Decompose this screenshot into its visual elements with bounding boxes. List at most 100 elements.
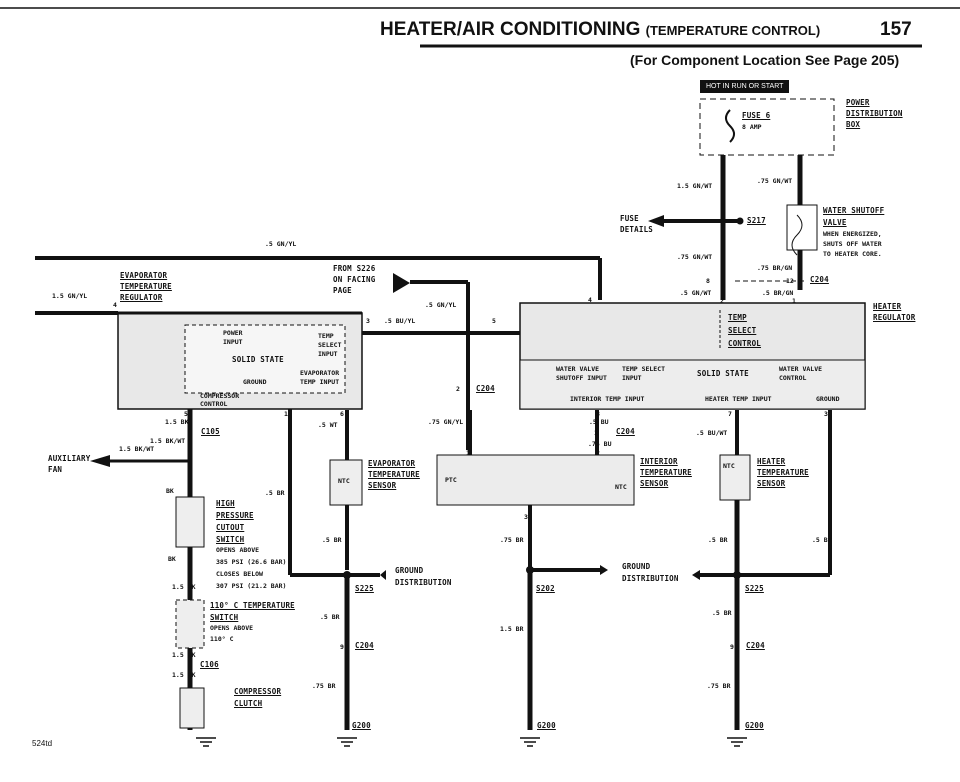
hp-switch-label: PRESSURE bbox=[216, 511, 254, 520]
heater-box-text: CONTROL bbox=[779, 374, 807, 382]
water-valve-title: VALVE bbox=[823, 218, 847, 227]
pin: 7 bbox=[728, 410, 732, 418]
hp-switch-note: 385 PSI (26.6 BAR) bbox=[216, 558, 287, 566]
fuse-details-label: DETAILS bbox=[620, 225, 654, 234]
splice-s202: S202 bbox=[536, 584, 555, 593]
pin: 8 bbox=[596, 410, 600, 418]
heater-box-text: INPUT bbox=[622, 374, 642, 382]
pin: 5 bbox=[184, 410, 188, 418]
page-number: 157 bbox=[880, 19, 912, 40]
wire-label: 1.5 GN/WT bbox=[677, 182, 713, 190]
heater-box-text: SELECT bbox=[728, 326, 757, 335]
figure-id: 524td bbox=[32, 739, 53, 748]
compressor-clutch-box bbox=[179, 687, 205, 729]
fuse-name: FUSE 6 bbox=[742, 111, 771, 120]
wire-label: BK bbox=[166, 487, 174, 495]
evap-box-text: GROUND bbox=[243, 378, 267, 386]
evap-box-text: INPUT bbox=[223, 338, 243, 346]
heater-sensor-label: HEATER bbox=[757, 457, 786, 466]
from-s226-label: ON FACING bbox=[333, 275, 376, 284]
ground-dist-label: GROUND bbox=[395, 566, 424, 575]
pin: 4 bbox=[113, 301, 117, 309]
temp-switch-label: 110° C TEMPERATURE bbox=[210, 601, 295, 610]
wire-label: .75 BR bbox=[500, 536, 524, 544]
temp-switch-box bbox=[175, 599, 205, 649]
evap-box-text: SOLID STATE bbox=[232, 355, 284, 364]
wire-label: .5 GN/YL bbox=[425, 301, 457, 309]
connector-c204: C204 bbox=[476, 384, 495, 393]
heater-regulator-label: REGULATOR bbox=[873, 313, 916, 322]
hp-switch-note: CLOSES BELOW bbox=[216, 570, 263, 578]
heater-box-text: GROUND bbox=[816, 395, 840, 403]
evap-sensor-label: TEMPERATURE bbox=[368, 470, 420, 479]
ntc-label: NTC bbox=[723, 462, 735, 470]
heater-box-text: HEATER TEMP INPUT bbox=[705, 395, 772, 403]
wire-label: .5 BU/WT bbox=[696, 429, 728, 437]
power-box-label-2: DISTRIBUTION bbox=[846, 109, 903, 118]
power-box-label-1: POWER bbox=[846, 98, 870, 107]
wire-label: 1.5 BK bbox=[165, 418, 189, 426]
wire-label: .75 BR bbox=[312, 682, 336, 690]
connector-c105: C105 bbox=[201, 427, 220, 436]
heater-sensor-label: SENSOR bbox=[757, 479, 786, 488]
wire-label: 1.5 BK bbox=[172, 671, 196, 679]
ground-dist-label: DISTRIBUTION bbox=[622, 574, 679, 583]
wire-label: .5 BR bbox=[812, 536, 832, 544]
hp-switch-label: CUTOUT bbox=[216, 523, 245, 532]
compressor-clutch-label: CLUTCH bbox=[234, 699, 263, 708]
wire-label: .5 BR bbox=[320, 613, 340, 621]
ptc-label: PTC bbox=[445, 476, 457, 484]
wire-label: .75 GN/YL bbox=[428, 418, 464, 426]
temp-switch-note: OPENS ABOVE bbox=[210, 624, 254, 632]
water-valve-title: WATER SHUTOFF bbox=[823, 206, 885, 215]
interior-sensor-label: SENSOR bbox=[640, 479, 669, 488]
pin: 1 bbox=[284, 410, 288, 418]
interior-sensor-label: INTERIOR bbox=[640, 457, 678, 466]
connector-c204: C204 bbox=[746, 641, 765, 650]
pin: 9 bbox=[340, 643, 344, 651]
power-distribution-box bbox=[699, 98, 835, 156]
location-note: (For Component Location See Page 205) bbox=[630, 52, 900, 68]
interior-sensor-box bbox=[436, 454, 635, 506]
wire-label: 1.5 BK bbox=[172, 583, 196, 591]
pin: 5 bbox=[492, 317, 496, 325]
wire-label: .75 GN/WT bbox=[677, 253, 713, 261]
heater-box-text: TEMP bbox=[728, 313, 747, 322]
pin: 8 bbox=[706, 277, 710, 285]
wire-label: .5 BU/YL bbox=[384, 317, 416, 325]
pin: 2 bbox=[720, 297, 724, 305]
pin: 9 bbox=[730, 643, 734, 651]
pin: 3 bbox=[366, 317, 370, 325]
heater-box-text: SHUTOFF INPUT bbox=[556, 374, 607, 382]
pin: 2 bbox=[596, 449, 600, 457]
splice-s217: S217 bbox=[747, 216, 766, 225]
water-valve-note: SHUTS OFF WATER bbox=[823, 240, 882, 248]
heater-sensor-label: TEMPERATURE bbox=[757, 468, 809, 477]
hot-badge: HOT IN RUN OR START bbox=[700, 80, 790, 93]
wire-label: .5 BR bbox=[322, 536, 342, 544]
wire-label: 1.5 BK/WT bbox=[150, 437, 186, 445]
wire-label: .75 BR/GN bbox=[757, 264, 793, 272]
hp-switch-label: SWITCH bbox=[216, 535, 245, 544]
pin: 1 bbox=[594, 429, 598, 437]
ground-dist-label: GROUND bbox=[622, 562, 651, 571]
fuse-rating: 8 AMP bbox=[742, 123, 762, 131]
splice-s225: S225 bbox=[745, 584, 764, 593]
water-valve-note: WHEN ENERGIZED, bbox=[823, 230, 882, 238]
ground-g200: G200 bbox=[537, 721, 556, 730]
wire-label: 1.5 GN/YL bbox=[52, 292, 88, 300]
compressor-clutch-label: COMPRESSOR bbox=[234, 687, 282, 696]
water-valve-note: TO HEATER CORE. bbox=[823, 250, 882, 258]
heater-box-text: WATER VALVE bbox=[556, 365, 600, 373]
wire-label: .5 BR bbox=[708, 536, 728, 544]
from-s226-label: PAGE bbox=[333, 286, 352, 295]
pin: 2 bbox=[456, 385, 460, 393]
high-pressure-switch-box bbox=[175, 496, 205, 548]
wire-label: .75 GN/WT bbox=[757, 177, 793, 185]
pin: 6 bbox=[340, 410, 344, 418]
heater-box-text: SOLID STATE bbox=[697, 369, 749, 378]
pin: 3 bbox=[524, 513, 528, 521]
evap-regulator-label: TEMPERATURE bbox=[120, 282, 172, 291]
wire-label: .5 BR bbox=[712, 609, 732, 617]
